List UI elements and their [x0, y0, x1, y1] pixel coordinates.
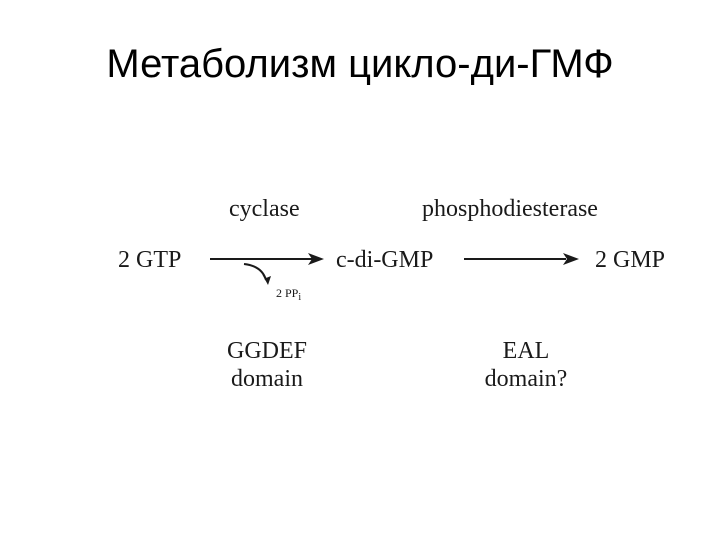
intermediate-cdigmp-label: c-di-GMP [336, 247, 434, 273]
phosphodiesterase-arrowhead [563, 253, 579, 265]
slide-title: Метаболизм цикло-ди-ГМФ [106, 42, 614, 86]
cyclase-arrowhead [308, 253, 324, 265]
byproduct-arrowhead [262, 274, 271, 285]
ggdef-domain-label: GGDEF domain [226, 338, 307, 392]
substrate-gtp-label: 2 GTP [118, 247, 182, 273]
byproduct-release-arrow [243, 263, 267, 281]
product-gmp-label: 2 GMP [595, 247, 666, 273]
enzyme-phosphodiesterase-label: phosphodiesterase [422, 196, 598, 222]
byproduct-pyrophosphate-label: 2 PPi [276, 286, 302, 303]
enzyme-cyclase-label: cyclase [229, 196, 300, 222]
eal-domain-label: EAL domain? [484, 338, 568, 392]
